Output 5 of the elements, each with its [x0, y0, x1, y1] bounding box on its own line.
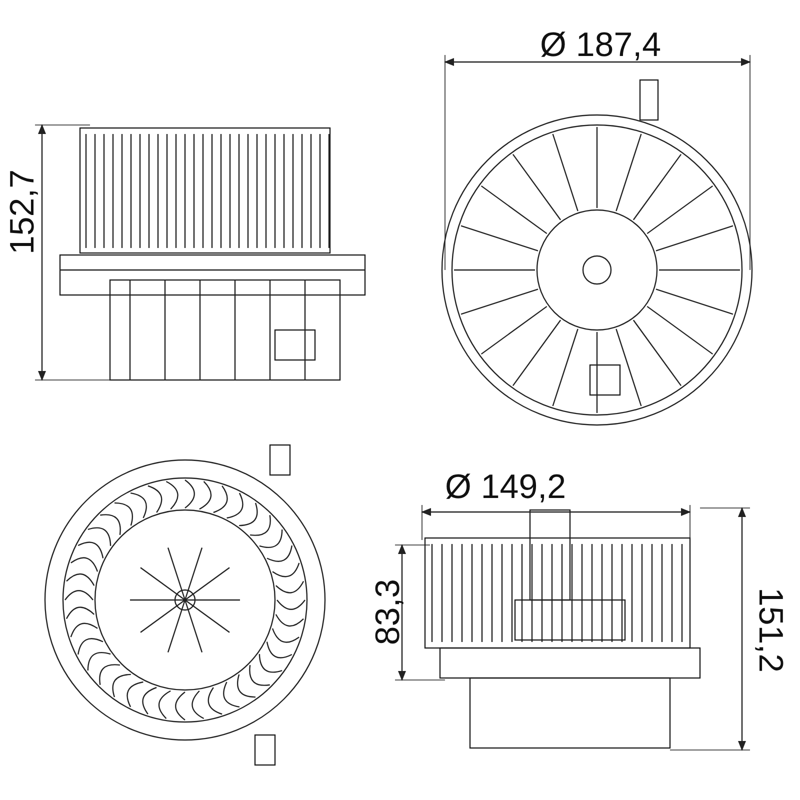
dimension-label: 151,2 — [753, 587, 788, 673]
dimension-label: Ø 149,2 — [445, 470, 566, 504]
dimension-label: 152,7 — [5, 169, 40, 255]
dimension-label: Ø 187,4 — [540, 28, 661, 62]
dimension-label: 83,3 — [371, 578, 406, 646]
